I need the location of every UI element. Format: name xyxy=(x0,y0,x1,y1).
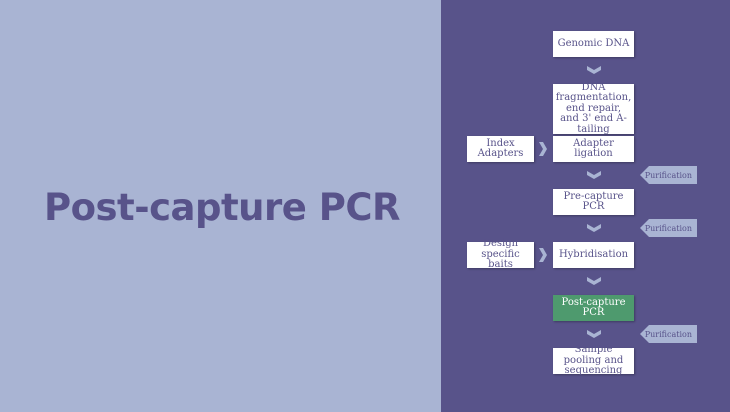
chevron-right-icon xyxy=(539,248,547,262)
step-pre-capture-pcr: Pre-capture PCR xyxy=(553,189,634,215)
chevron-down-icon xyxy=(587,224,601,232)
step-post-capture-pcr: Post-capture PCR xyxy=(553,295,634,321)
chevron-down-icon xyxy=(587,66,601,74)
purification-tag: Purification xyxy=(640,325,697,343)
step-hybridisation: Hybridisation xyxy=(553,242,634,268)
input-index-adapters: Index Adapters xyxy=(467,136,534,162)
left-panel xyxy=(0,0,441,412)
step-dna-fragmentation: DNA fragmentation, end repair, and 3' en… xyxy=(553,82,634,135)
purification-tag: Purification xyxy=(640,219,697,237)
step-genomic-dna: Genomic DNA xyxy=(553,31,634,57)
chevron-right-icon xyxy=(539,142,547,156)
input-design-baits: Design specific baits xyxy=(467,239,534,270)
chevron-down-icon xyxy=(587,330,601,338)
purification-tag: Purification xyxy=(640,166,697,184)
step-adapter-ligation: Adapter ligation xyxy=(553,136,634,162)
chevron-down-icon xyxy=(587,277,601,285)
step-sample-pooling: Sample pooling and sequencing xyxy=(553,345,634,376)
slide-title: Post-capture PCR xyxy=(44,186,401,229)
chevron-down-icon xyxy=(587,171,601,179)
